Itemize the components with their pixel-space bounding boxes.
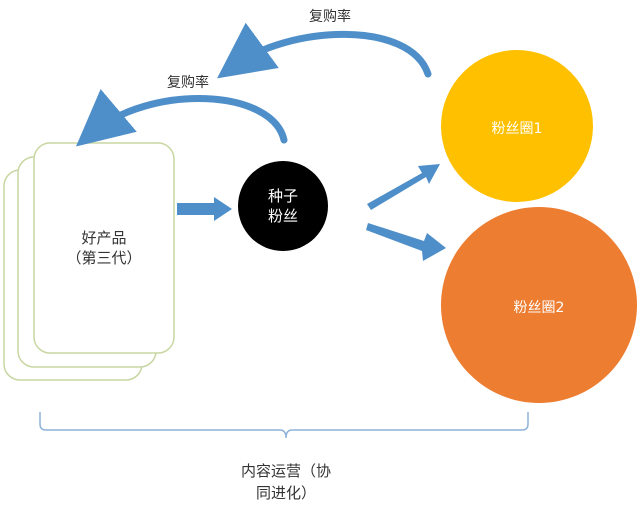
fan-circle-2-label: 粉丝圈2 <box>513 300 565 316</box>
repurchase-label-upper: 复购率 <box>309 9 351 25</box>
repurchase-label-lower: 复购率 <box>167 75 209 91</box>
repurchase-arrow-upper <box>217 22 432 79</box>
seed-fans-label-line2: 粉丝 <box>267 207 298 225</box>
content-operation-line2: 同进化） <box>255 484 316 502</box>
content-operation-brace <box>39 412 529 439</box>
fan-circle-1-label: 粉丝圈1 <box>491 121 543 137</box>
fan-circle-2 <box>441 207 637 403</box>
product-label-line1: 好产品 <box>81 229 127 247</box>
seed-fans-label-line1: 种子 <box>267 187 298 205</box>
content-operation-line1: 内容运营（协 <box>240 462 331 480</box>
repurchase-arrow-lower <box>75 89 288 147</box>
arrow-seed-to-circle1 <box>367 164 440 210</box>
seed-fans-label: 种子 粉丝 <box>243 186 323 226</box>
content-operation-label: 内容运营（协 同进化） <box>216 460 356 504</box>
arrow-product-to-seed <box>177 197 232 221</box>
seed-fans-circle <box>238 161 328 251</box>
fan-circle-1 <box>441 50 593 202</box>
arrow-seed-to-circle2 <box>366 223 446 261</box>
product-label-line2: （第三代） <box>66 249 142 267</box>
product-label: 好产品 （第三代） <box>54 228 154 268</box>
